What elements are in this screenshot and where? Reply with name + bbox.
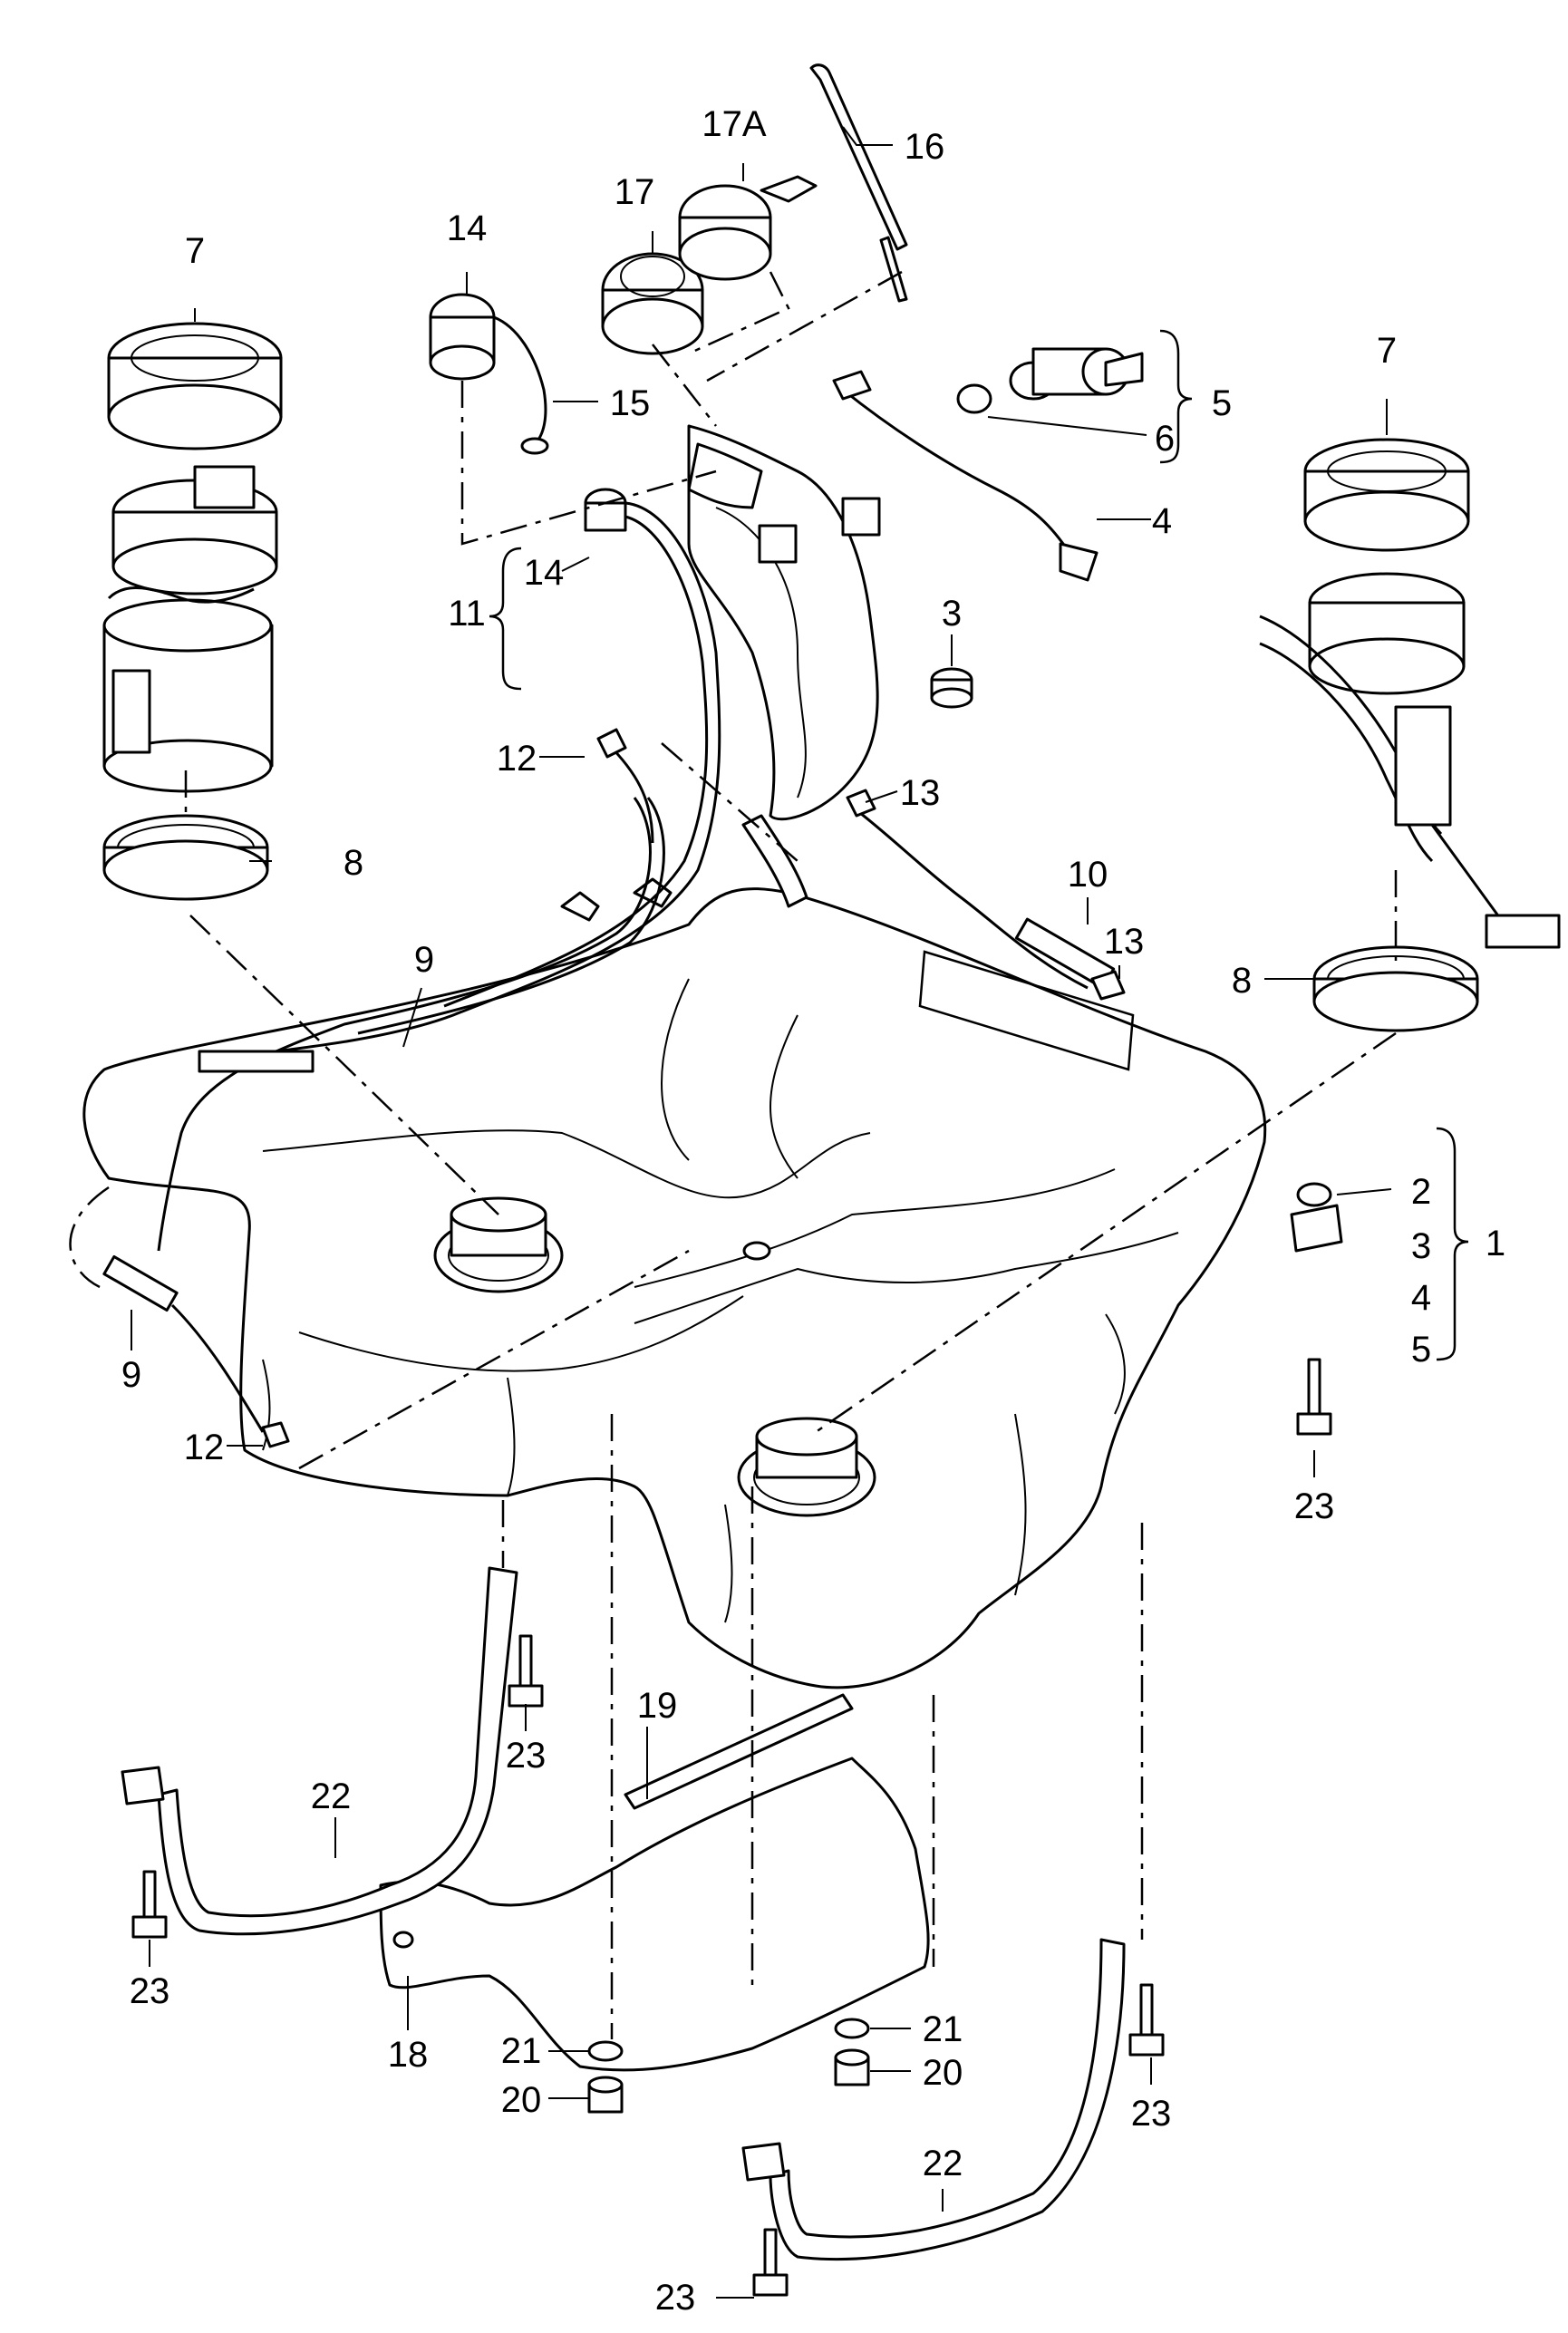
callout-17a: 17A — [702, 104, 766, 144]
bolt-23-d — [1128, 1983, 1165, 2057]
seal-ring-8-left — [102, 814, 269, 901]
fuel-pump-right — [1303, 438, 1470, 552]
callout-20-left: 20 — [501, 2080, 542, 2120]
sender-unit-right — [1259, 572, 1561, 949]
callout-23-b: 23 — [506, 1736, 547, 1776]
callout-6: 6 — [1155, 419, 1175, 459]
washer-21-right — [834, 2018, 870, 2039]
washer-21-left — [587, 2040, 624, 2062]
brace-5 — [1159, 329, 1193, 464]
callout-1: 1 — [1486, 1224, 1505, 1263]
leader-lines — [131, 126, 1392, 2299]
callout-22-left: 22 — [311, 1776, 352, 1816]
callout-9-top: 9 — [414, 940, 434, 980]
harness-4 — [832, 370, 1099, 582]
vent-valve-14 — [429, 293, 549, 455]
callout-9-bottom: 9 — [121, 1355, 141, 1395]
callout-2: 2 — [1411, 1172, 1431, 1212]
bolt-23-e — [752, 2228, 789, 2297]
callout-13-mid: 13 — [1104, 922, 1145, 962]
callout-4-top: 4 — [1152, 501, 1172, 541]
strap-22-right — [741, 1938, 1126, 2261]
callout-23-a: 23 — [1294, 1486, 1335, 1526]
callout-23-e: 23 — [655, 2278, 696, 2318]
washer-2 — [1290, 1182, 1343, 1253]
brace-11 — [489, 547, 522, 691]
callout-21-right: 21 — [923, 2009, 963, 2049]
callout-13-top: 13 — [900, 773, 941, 813]
callout-23-d: 23 — [1131, 2094, 1172, 2134]
callout-5-top: 5 — [1212, 383, 1232, 423]
callout-14-mid: 14 — [524, 553, 565, 593]
nut-20-left — [587, 2076, 624, 2114]
strap-22-left — [121, 1566, 518, 1936]
callout-8-left: 8 — [344, 843, 363, 883]
callout-8-right: 8 — [1232, 961, 1252, 1001]
strip-19 — [624, 1693, 854, 1810]
callout-17: 17 — [615, 172, 655, 212]
seal-ring-8-right — [1312, 945, 1479, 1032]
callout-23-c: 23 — [130, 1971, 170, 2011]
heat-shield-18 — [379, 1757, 930, 2072]
callout-4-side: 4 — [1411, 1278, 1431, 1318]
connector-5 — [1009, 347, 1144, 401]
brace-1 — [1436, 1127, 1469, 1361]
callout-18: 18 — [388, 2035, 429, 2075]
callout-12-bottom: 12 — [184, 1428, 225, 1467]
fuel-pump-left — [107, 322, 283, 450]
callout-labels: 7 14 17 17A 16 15 5 6 4 7 14 11 3 12 13 … — [121, 104, 1505, 2318]
cap-3 — [930, 667, 973, 709]
callout-19: 19 — [637, 1686, 678, 1726]
callout-12-top: 12 — [497, 739, 537, 779]
bolt-23-c — [131, 1870, 168, 1939]
bolt-23-b — [508, 1634, 544, 1708]
hose-10 — [846, 789, 1126, 1001]
fuel-cap-17a — [678, 175, 818, 281]
vent-line-11 — [198, 488, 721, 1062]
fuel-cap-17 — [601, 252, 704, 355]
callout-22-right: 22 — [923, 2144, 963, 2183]
callout-7-right: 7 — [1377, 331, 1397, 371]
group-box-10 — [918, 950, 1135, 1071]
nut-20-right — [834, 2048, 870, 2086]
o-ring-6 — [956, 383, 992, 414]
pump-module-left — [102, 465, 278, 793]
fuel-hose-9 — [157, 797, 665, 1252]
bolt-23-a — [1296, 1358, 1332, 1436]
callout-11: 11 — [448, 594, 486, 634]
callout-5-side: 5 — [1411, 1330, 1431, 1370]
callout-7-left: 7 — [185, 231, 205, 271]
callout-14-top: 14 — [447, 208, 488, 248]
callout-3-top: 3 — [942, 594, 962, 634]
callout-20-right: 20 — [923, 2053, 963, 2093]
filler-neck-assembly — [687, 424, 881, 908]
rod-16 — [809, 63, 908, 303]
callout-10: 10 — [1068, 855, 1108, 895]
fuel-line-12 — [102, 728, 654, 1448]
callout-21-left: 21 — [501, 2031, 542, 2071]
callout-16: 16 — [905, 127, 945, 167]
fuel-tank — [82, 877, 1267, 1689]
callout-3-side: 3 — [1411, 1226, 1431, 1266]
callout-15: 15 — [610, 383, 651, 423]
assembly-lines — [69, 270, 1398, 2039]
